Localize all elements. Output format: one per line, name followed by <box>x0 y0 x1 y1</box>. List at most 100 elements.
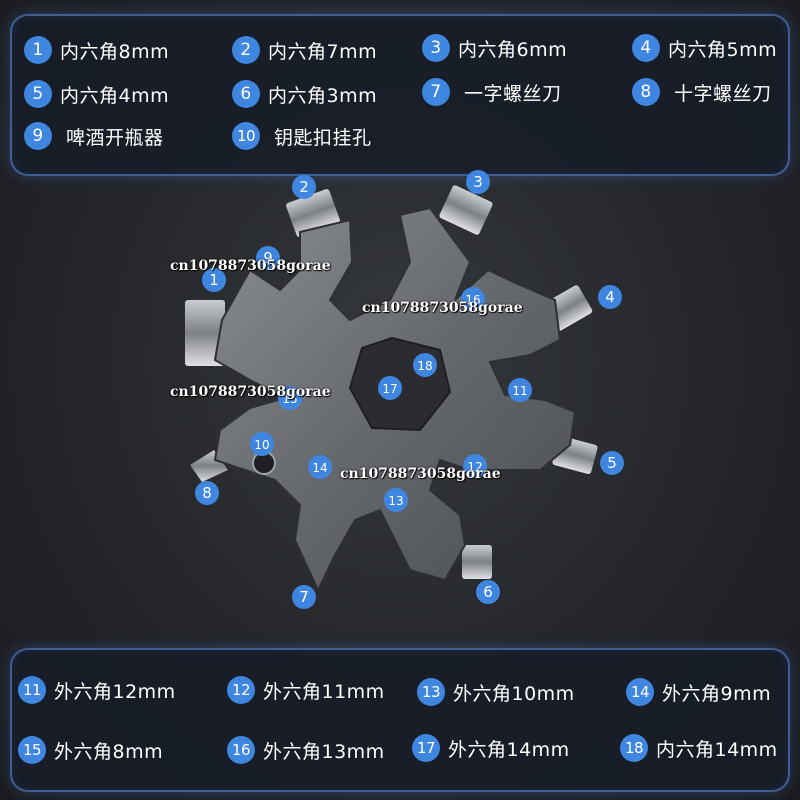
legend-badge: 7 <box>422 78 450 106</box>
legend-badge: 16 <box>227 736 255 764</box>
callout-12: 12 <box>463 454 487 478</box>
callout-number: 14 <box>312 461 327 475</box>
callout-number: 10 <box>254 438 269 452</box>
legend-label: 内六角5mm <box>668 38 778 61</box>
watermark-text: cn1078873058gorae <box>362 300 523 316</box>
legend-badge: 13 <box>417 678 445 706</box>
callout-9: 9 <box>256 246 280 270</box>
callout-number: 16 <box>465 293 480 307</box>
legend-badge: 9 <box>24 122 52 150</box>
legend-badge: 17 <box>412 734 440 762</box>
callout-circle <box>598 285 622 309</box>
legend-badge: 1 <box>24 36 52 64</box>
legend-label: 内六角3mm <box>268 84 378 107</box>
legend-badge: 4 <box>632 34 660 62</box>
legend-label: 啤酒开瓶器 <box>66 126 164 149</box>
legend-label: 内六角6mm <box>458 38 568 61</box>
callout-circle <box>195 481 219 505</box>
legend-label: 钥匙扣挂孔 <box>274 126 372 149</box>
legend-item-4: 4 内六角5mm <box>632 34 777 62</box>
callout-4: 4 <box>598 285 622 309</box>
callout-circle <box>508 378 532 402</box>
callout-15: 15 <box>278 386 302 410</box>
callout-14: 14 <box>308 455 332 479</box>
legend-item-10: 10 钥匙扣挂孔 <box>232 122 372 150</box>
watermark-text: cn1078873058gorae <box>340 466 501 482</box>
callout-number: 18 <box>417 359 432 373</box>
callout-circle <box>466 170 490 194</box>
callout-circle <box>250 432 274 456</box>
callout-circle <box>292 175 316 199</box>
legend-item-17: 17 外六角14mm <box>412 734 570 762</box>
watermark-text: cn1078873058gorae <box>170 384 331 400</box>
legend-item-2: 2 内六角7mm <box>232 36 377 64</box>
callout-number: 2 <box>299 178 309 196</box>
watermark-text: cn1078873058gorae <box>170 258 331 274</box>
callout-circle <box>384 488 408 512</box>
callout-circle <box>308 455 332 479</box>
callout-number: 9 <box>263 249 273 267</box>
legend-label: 内六角7mm <box>268 40 378 63</box>
callout-number: 1 <box>209 271 219 289</box>
callout-circle <box>600 451 624 475</box>
legend-label: 一字螺丝刀 <box>464 82 562 105</box>
callout-number: 5 <box>607 454 617 472</box>
callout-number: 6 <box>483 583 493 601</box>
callout-11: 11 <box>508 378 532 402</box>
legend-label: 内六角8mm <box>60 40 170 63</box>
legend-label: 外六角9mm <box>662 682 772 705</box>
callout-circle <box>463 454 487 478</box>
legend-item-7: 7 一字螺丝刀 <box>422 78 562 106</box>
callout-circle <box>476 580 500 604</box>
callout-number: 12 <box>467 460 482 474</box>
callout-circle <box>202 268 226 292</box>
legend-badge: 2 <box>232 36 260 64</box>
callout-6: 6 <box>476 580 500 604</box>
legend-item-8: 8 十字螺丝刀 <box>632 78 772 106</box>
legend-badge: 11 <box>18 676 46 704</box>
callout-circle <box>292 585 316 609</box>
legend-badge: 6 <box>232 80 260 108</box>
callout-number: 13 <box>388 494 403 508</box>
callout-number: 15 <box>282 392 297 406</box>
callout-circle <box>461 287 485 311</box>
legend-item-6: 6 内六角3mm <box>232 80 377 108</box>
callout-17: 17 <box>378 376 402 400</box>
callout-8: 8 <box>195 481 219 505</box>
legend-badge: 18 <box>620 734 648 762</box>
callout-circle <box>256 246 280 270</box>
legend-label: 外六角14mm <box>448 738 570 761</box>
legend-label: 外六角13mm <box>263 740 385 763</box>
callout-5: 5 <box>600 451 624 475</box>
legend-item-16: 16 外六角13mm <box>227 736 385 764</box>
callout-number: 7 <box>299 588 309 606</box>
callout-1: 1 <box>202 268 226 292</box>
legend-badge: 5 <box>24 80 52 108</box>
legend-badge: 12 <box>227 676 255 704</box>
callout-circle <box>413 353 437 377</box>
legend-label: 十字螺丝刀 <box>674 82 772 105</box>
callout-18: 18 <box>413 353 437 377</box>
legend-label: 内六角4mm <box>60 84 170 107</box>
legend-item-1: 1 内六角8mm <box>24 36 169 64</box>
callout-3: 3 <box>466 170 490 194</box>
callout-circle <box>378 376 402 400</box>
callout-13: 13 <box>384 488 408 512</box>
legend-item-5: 5 内六角4mm <box>24 80 169 108</box>
legend-badge: 8 <box>632 78 660 106</box>
hex-bit-6 <box>462 545 492 579</box>
callout-7: 7 <box>292 585 316 609</box>
legend-label: 外六角8mm <box>54 740 164 763</box>
legend-badge: 10 <box>232 122 260 150</box>
legend-label: 外六角12mm <box>54 680 176 703</box>
callout-16: 16 <box>461 287 485 311</box>
